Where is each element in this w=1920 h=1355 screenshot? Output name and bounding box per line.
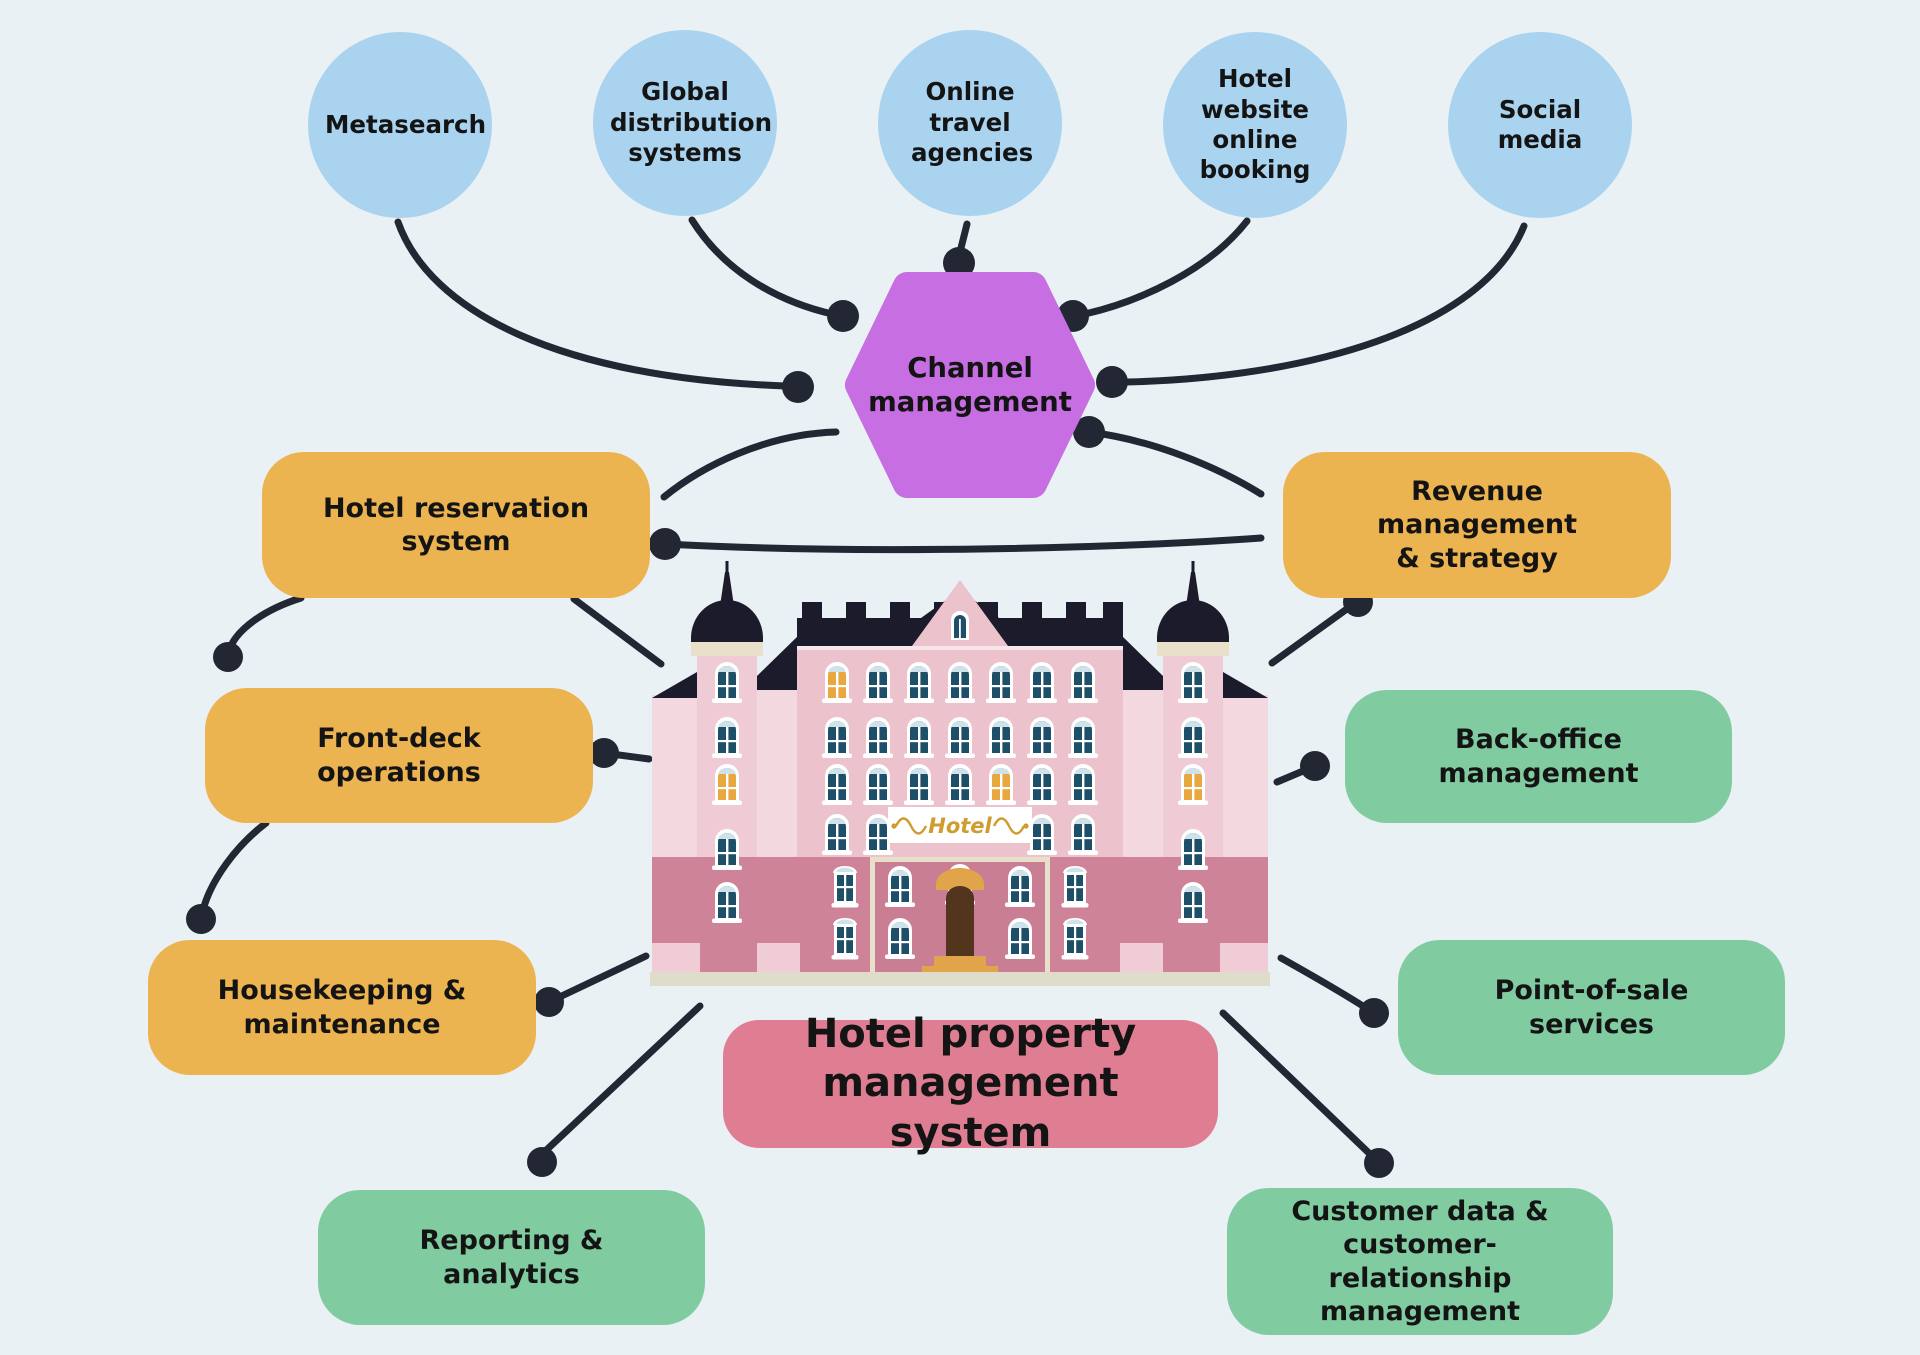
- node-reporting-analytics: Reporting & analytics: [318, 1190, 705, 1325]
- edge-reservation-revenue: [661, 534, 1265, 554]
- edge-dot: [943, 247, 975, 279]
- node-hotel-property-management-system: Hotel property management system: [723, 1011, 1218, 1156]
- edge-metasearch-hub: [394, 218, 790, 390]
- node-metasearch: Metasearch: [308, 32, 492, 218]
- edge-dot: [186, 904, 216, 934]
- node-hotel-reservation-system: Hotel reservation system: [262, 452, 650, 598]
- page-title: Hotel property management system: [804, 1010, 1137, 1156]
- edge-frontdeck-housekeeping: [199, 819, 270, 914]
- hotel-sign-text: Hotel: [928, 814, 992, 838]
- edge-dot: [827, 300, 859, 332]
- edge-hub-revenue: [1085, 428, 1265, 498]
- building-base: [650, 972, 1270, 986]
- node-label: Metasearch: [325, 109, 487, 139]
- edge-dot: [649, 528, 681, 560]
- edge-dot: [213, 642, 243, 672]
- edge-housekeeping-building: [545, 952, 650, 1006]
- node-front-deck-operations: Front-deck operations: [205, 688, 593, 823]
- edge-dot: [1073, 416, 1105, 448]
- entrance-portal: [870, 857, 1050, 986]
- node-label: Revenue management & strategy: [1377, 475, 1578, 574]
- gable-window: [951, 611, 969, 640]
- node-label: Customer data & customer-relationship ma…: [1291, 1195, 1549, 1327]
- edge-gds-hub: [688, 216, 836, 318]
- node-label: Hotel reservation system: [322, 492, 590, 557]
- node-channel-management: Channel management: [845, 272, 1095, 498]
- edge-hwob-hub: [1081, 217, 1251, 318]
- edge-dot: [1096, 366, 1128, 398]
- node-label: Housekeeping & maintenance: [217, 975, 467, 1040]
- edge-dot: [1300, 751, 1330, 781]
- edge-hub-reservation: [660, 428, 840, 501]
- edge-dot: [1364, 1148, 1394, 1178]
- node-label: Global distribution systems: [610, 77, 773, 168]
- edge-dot: [534, 987, 564, 1017]
- node-point-of-sale-services: Point-of-sale services: [1398, 940, 1785, 1075]
- node-label: Point-of-sale services: [1494, 975, 1689, 1040]
- node-label: Online travel agencies: [911, 77, 1034, 168]
- edge-reservation-building: [570, 595, 665, 668]
- edge-pms-reporting: [536, 1002, 704, 1160]
- node-social-media: Social media: [1448, 32, 1632, 218]
- node-global-distribution-systems: Global distribution systems: [593, 30, 777, 216]
- door-canopy: [936, 868, 984, 890]
- entrance-door: [946, 886, 974, 960]
- node-label: Back-office management: [1438, 724, 1639, 789]
- node-label: Channel management: [868, 351, 1072, 418]
- node-label: Social media: [1497, 94, 1583, 154]
- node-back-office-management: Back-office management: [1345, 690, 1732, 823]
- hotel-sign: Hotel: [888, 807, 1032, 843]
- edge-pms-customer: [1219, 1009, 1376, 1160]
- node-hotel-website-online-booking: Hotel website online booking: [1163, 32, 1347, 218]
- node-revenue-management-strategy: Revenue management & strategy: [1283, 452, 1671, 598]
- edge-reservation-frontdeck: [226, 594, 305, 652]
- edge-dot: [527, 1147, 557, 1177]
- edge-dot: [1359, 998, 1389, 1028]
- node-label: Hotel website online booking: [1199, 64, 1311, 185]
- edge-building-pos: [1277, 954, 1370, 1012]
- node-customer-data-crm: Customer data & customer-relationship ma…: [1227, 1188, 1613, 1335]
- edge-building-revenue: [1268, 602, 1355, 667]
- edge-dot: [782, 371, 814, 403]
- hexagon-shape: [845, 272, 1095, 498]
- node-label: Reporting & analytics: [419, 1225, 604, 1290]
- node-label: Front-deck operations: [317, 723, 481, 788]
- hotel-building-illustration: Hotel: [650, 561, 1270, 986]
- edge-social-hub: [1122, 222, 1528, 386]
- node-housekeeping-maintenance: Housekeeping & maintenance: [148, 940, 536, 1075]
- node-online-travel-agencies: Online travel agencies: [878, 30, 1062, 216]
- edge-dot: [589, 738, 619, 768]
